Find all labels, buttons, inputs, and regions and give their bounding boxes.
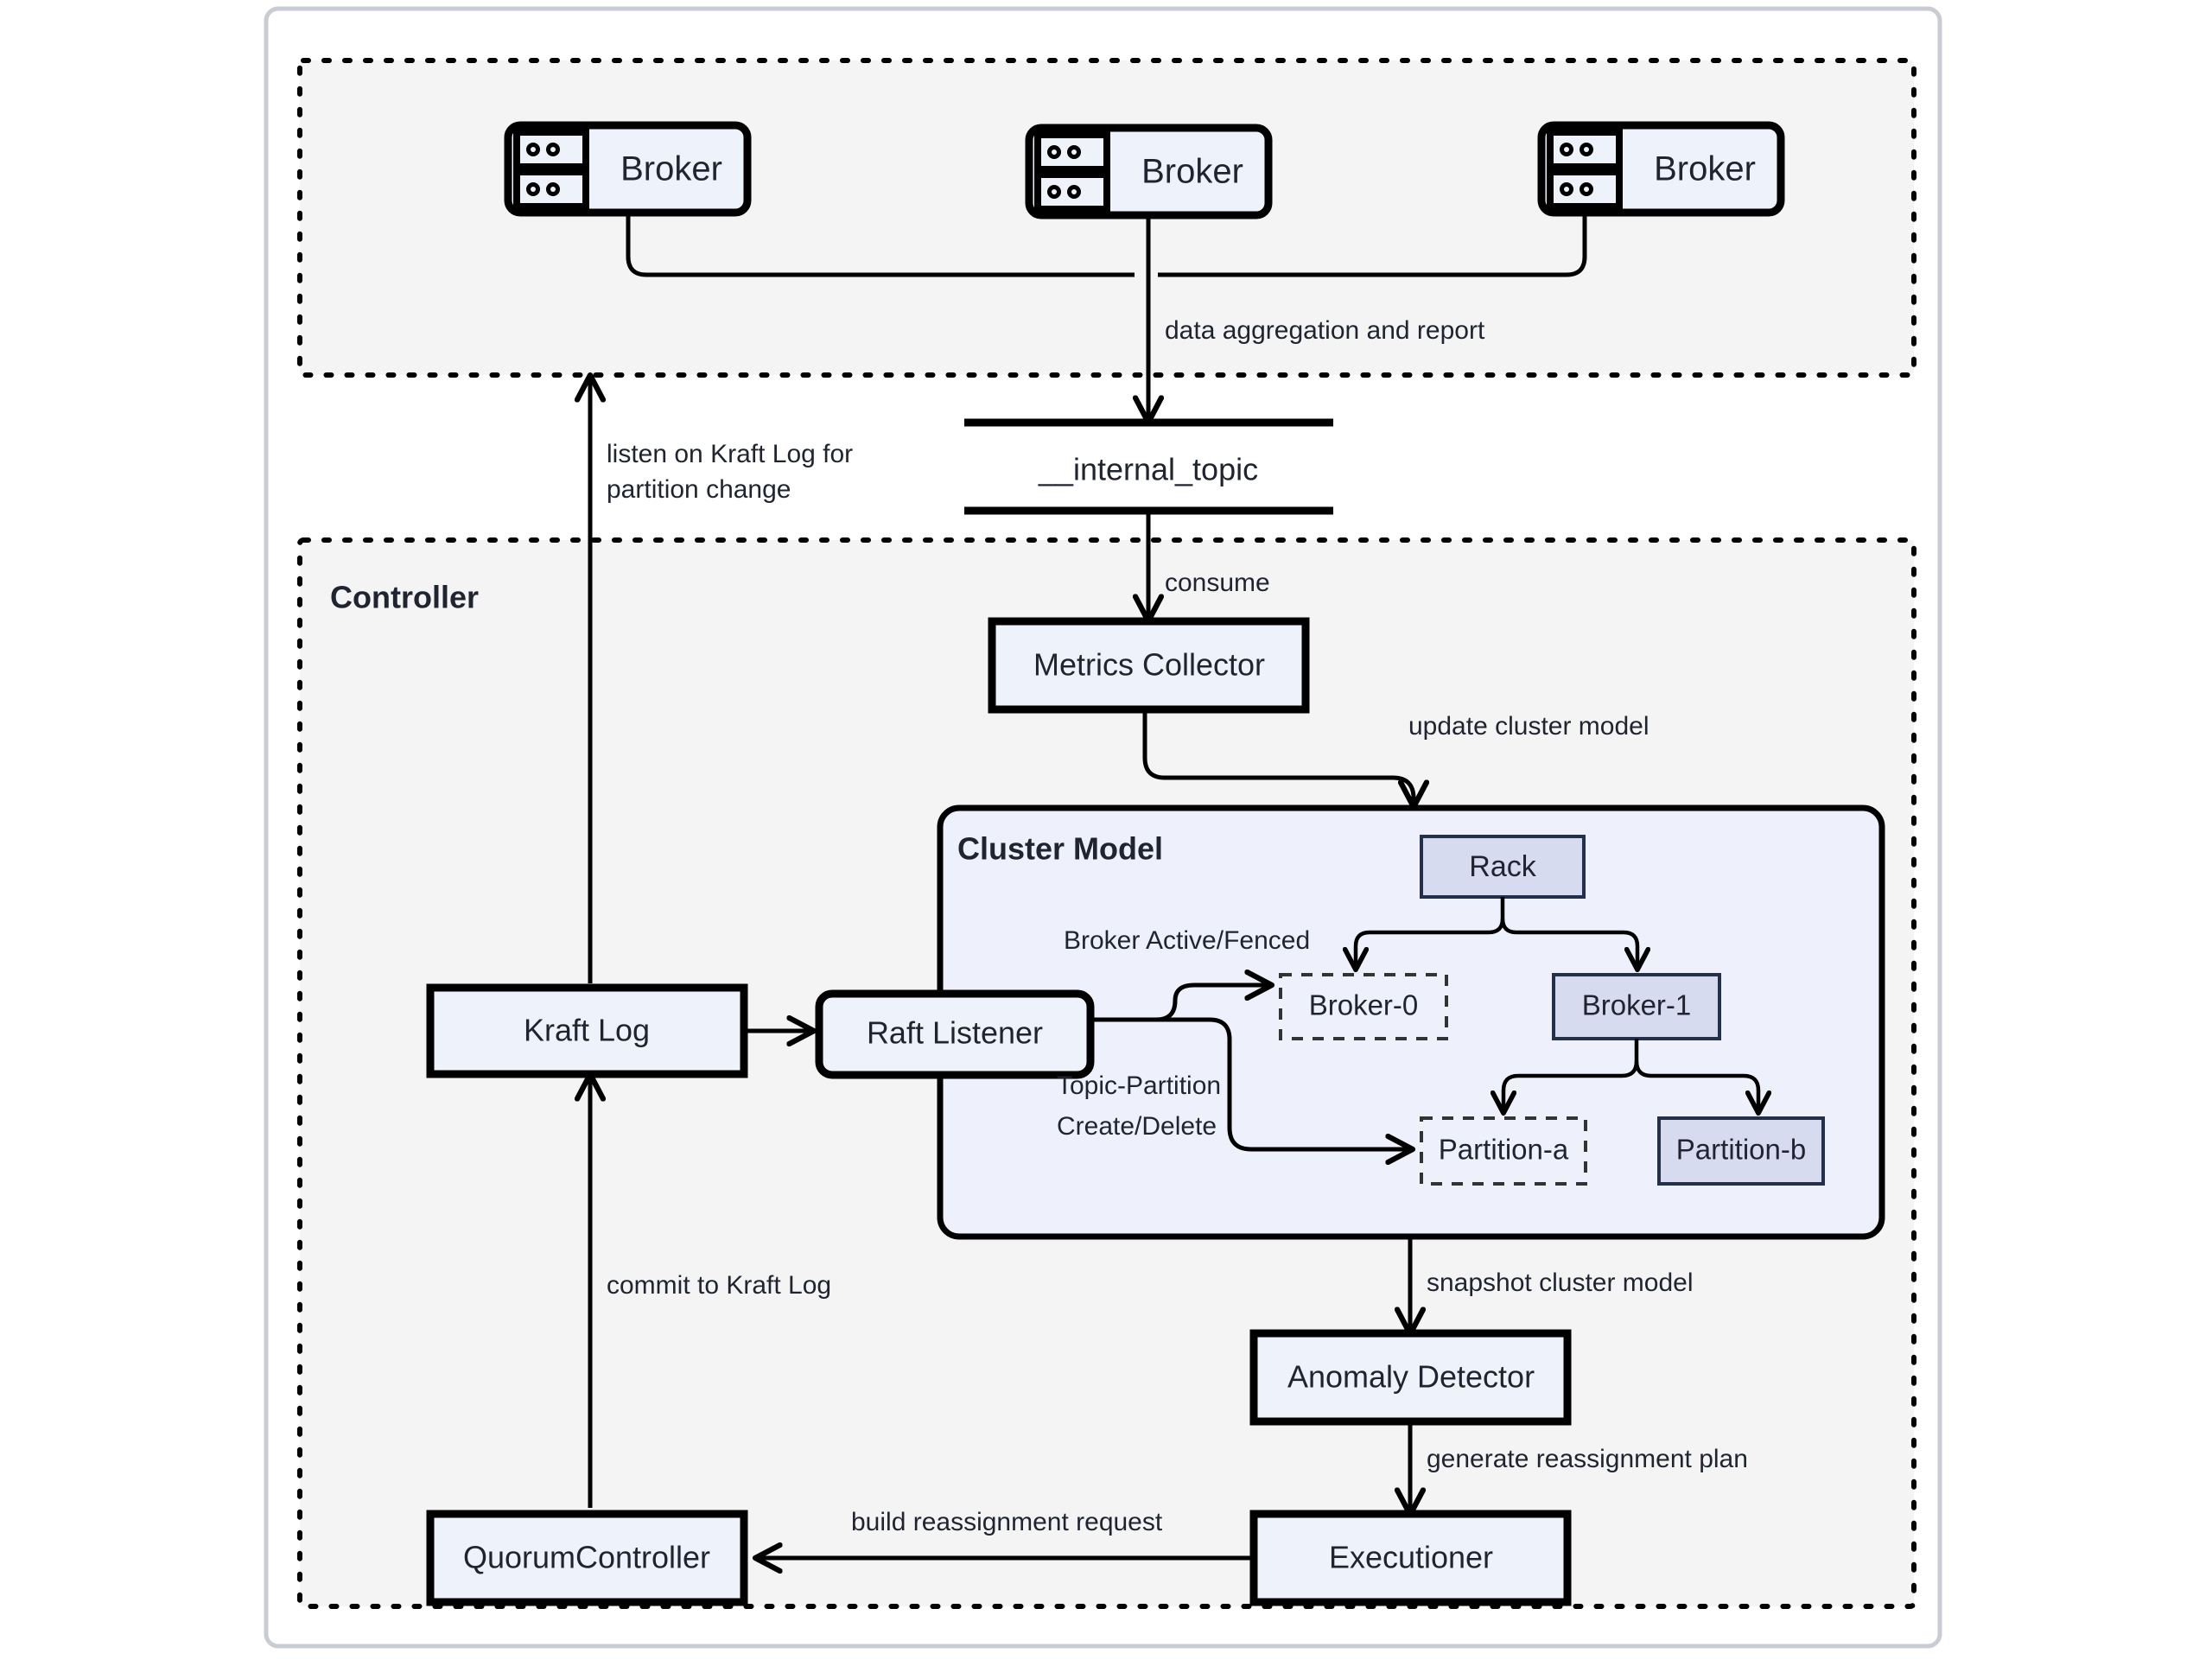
broker-right-label: Broker [1654, 150, 1756, 188]
edge-raft-listener-to-partition-a [1090, 1017, 1409, 1149]
broker-left-label: Broker [620, 150, 722, 188]
edge-rack-to-broker-0 [1356, 918, 1505, 967]
edge-rack-to-broker-1 [1500, 918, 1637, 967]
executioner-body [1249, 1510, 1572, 1606]
broker-1-label: Broker-1 [1582, 989, 1692, 1021]
label-snapshot-cluster-model: snapshot cluster model [1427, 1269, 1694, 1297]
broker-center[interactable]: Broker [1025, 124, 1273, 219]
broker-left[interactable]: Broker [504, 121, 752, 217]
quorum-controller[interactable]: QuorumController [426, 1510, 748, 1606]
label-update-cluster-model: update cluster model [1408, 712, 1649, 741]
cluster-entity-broker-0[interactable]: Broker-0 [1279, 973, 1448, 1040]
label-data-aggregation: data aggregation and report [1165, 316, 1485, 345]
anomaly-detector-body [1249, 1329, 1572, 1426]
executioner[interactable]: Executioner [1249, 1510, 1572, 1606]
cluster-entity-partition-a[interactable]: Partition-a [1420, 1116, 1587, 1186]
label-consume: consume [1165, 569, 1270, 597]
label-broker-active-fenced: Broker Active/Fenced [1064, 926, 1310, 955]
metrics-collector-label: Metrics Collector [1033, 647, 1265, 683]
raft-listener[interactable]: Raft Listener [815, 989, 1095, 1079]
broker-right[interactable]: Broker [1537, 121, 1785, 217]
quorum-controller-label: QuorumController [463, 1540, 710, 1575]
kraft-log-label: Kraft Log [524, 1013, 650, 1048]
label-generate-reassignment-plan: generate reassignment plan [1427, 1445, 1748, 1473]
label-listen-kraft-line2: partition change [607, 475, 791, 504]
rack-label: Rack [1469, 850, 1536, 883]
edge-broker-left-to-trunk [626, 213, 1135, 277]
cluster-model-title: Cluster Model [957, 831, 1163, 867]
server-rack-icon [513, 129, 589, 210]
broker-center-label: Broker [1141, 153, 1243, 191]
label-topic-partition-line2: Create/Delete [1057, 1112, 1217, 1141]
raft-listener-label: Raft Listener [867, 1015, 1043, 1051]
broker-0-body [1279, 973, 1448, 1040]
cluster-entity-broker-1[interactable]: Broker-1 [1552, 973, 1721, 1040]
server-rack-icon [1547, 129, 1623, 210]
internal-topic-label: __internal_topic [1038, 452, 1258, 487]
raft-listener-body [815, 989, 1095, 1079]
label-listen-kraft-line1: listen on Kraft Log for [607, 440, 853, 468]
broker-1-body [1552, 973, 1721, 1040]
metrics-collector-body [988, 617, 1310, 714]
edge-broker-right-to-trunk [1158, 213, 1587, 277]
label-topic-partition-line1: Topic-Partition [1057, 1071, 1221, 1100]
cluster-entity-partition-b[interactable]: Partition-b [1657, 1116, 1825, 1186]
metrics-collector[interactable]: Metrics Collector [988, 617, 1310, 714]
controller-group-title: Controller [330, 580, 479, 615]
anomaly-detector[interactable]: Anomaly Detector [1249, 1329, 1572, 1426]
partition-a-label: Partition-a [1439, 1134, 1569, 1166]
label-commit-to-kraft-log: commit to Kraft Log [607, 1271, 831, 1300]
edge-broker-1-to-partition-b [1634, 1060, 1758, 1110]
quorum-controller-body [426, 1510, 748, 1606]
edge-metrics-to-cluster-model [1142, 709, 1414, 804]
partition-b-body [1657, 1116, 1825, 1186]
edge-broker-1-to-partition-a [1503, 1060, 1639, 1110]
cluster-entity-rack[interactable]: Rack [1420, 835, 1586, 899]
label-build-reassignment-request: build reassignment request [851, 1508, 1163, 1536]
broker-0-label: Broker-0 [1309, 989, 1419, 1021]
kraft-log[interactable]: Kraft Log [426, 983, 748, 1078]
partition-b-label: Partition-b [1676, 1134, 1806, 1166]
executioner-label: Executioner [1329, 1540, 1493, 1575]
partition-a-body [1420, 1116, 1587, 1186]
server-rack-icon [1034, 131, 1110, 213]
rack-body [1420, 835, 1586, 899]
anomaly-detector-label: Anomaly Detector [1287, 1359, 1535, 1395]
